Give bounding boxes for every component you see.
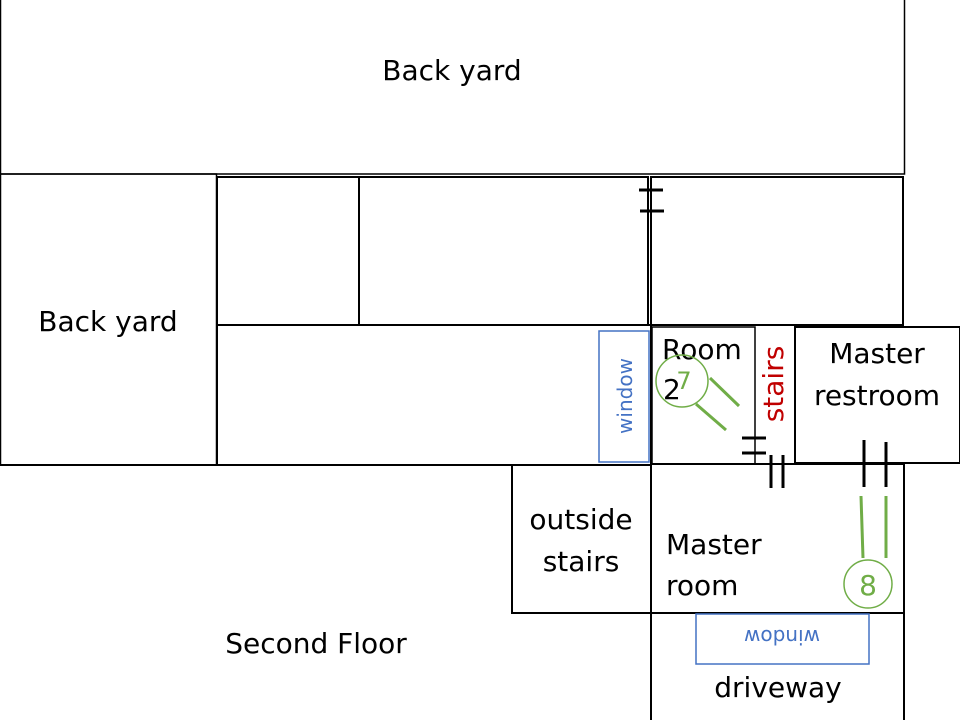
room-upper-middle <box>358 176 649 326</box>
stairs-label: stairs <box>757 346 790 423</box>
marker-7: 7 <box>655 354 741 432</box>
window-bottom <box>695 613 870 665</box>
second-floor-title: Second Floor <box>225 627 407 660</box>
marker-8-label: 8 <box>859 569 877 602</box>
master-restroom-label-line1: Master <box>829 337 925 370</box>
outside-stairs-area <box>511 464 652 614</box>
master-room-label-line1: Master <box>666 528 762 561</box>
room-2-label-line2: 2 <box>663 373 681 406</box>
marker-8: 8 <box>843 495 893 609</box>
back-yard-top-area <box>0 0 906 175</box>
master-room-area <box>650 463 905 614</box>
window-bottom-label: window <box>744 625 820 649</box>
window-left-label: window <box>613 358 637 434</box>
marker-7-label: 7 <box>676 367 691 395</box>
window-left <box>598 330 650 463</box>
driveway-label: driveway <box>714 671 842 704</box>
back-yard-top-label: Back yard <box>382 54 521 87</box>
room-upper-left <box>216 176 360 326</box>
room-lower-left <box>216 324 652 466</box>
room-upper-right <box>650 176 904 326</box>
back-yard-left-label: Back yard <box>38 305 177 338</box>
room-2-label-line1: Room <box>662 333 742 366</box>
outside-stairs-label-line2: stairs <box>543 545 620 578</box>
master-room-label-line2: room <box>666 569 738 602</box>
outside-stairs-label-line1: outside <box>529 503 632 536</box>
master-restroom-label-line2: restroom <box>814 379 940 412</box>
